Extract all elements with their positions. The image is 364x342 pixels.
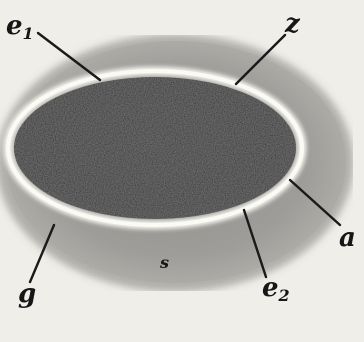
label-a: a <box>339 223 356 253</box>
label-g: g <box>18 279 36 309</box>
label-s: s <box>159 253 169 272</box>
label-z: z <box>284 9 301 39</box>
label-e2-letter: e <box>262 273 279 303</box>
label-e2-sub: 2 <box>278 286 290 305</box>
label-e1-sub: 1 <box>23 24 34 43</box>
dark-core <box>14 77 296 219</box>
label-e1-letter: e <box>6 11 23 41</box>
